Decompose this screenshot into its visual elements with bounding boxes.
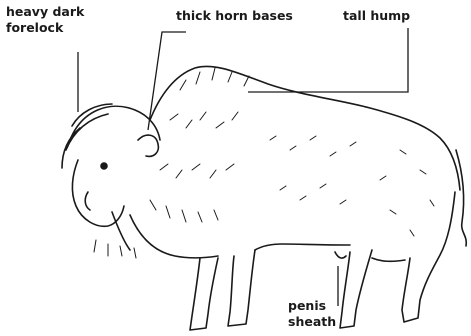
label-forelock-line1: heavy dark: [6, 4, 84, 20]
fur-hatching: [94, 68, 434, 258]
label-penis-sheath: penis sheath: [288, 298, 336, 330]
label-sheath-line2: sheath: [288, 314, 336, 330]
label-thick-horn-bases: thick horn bases: [176, 8, 293, 24]
label-heavy-dark-forelock: heavy dark forelock: [6, 4, 84, 36]
bison-body: [62, 66, 466, 330]
label-forelock-line2: forelock: [6, 20, 84, 36]
leader-line-hump: [248, 28, 408, 92]
label-sheath-line1: penis: [288, 298, 336, 314]
label-tall-hump: tall hump: [343, 8, 410, 24]
leader-line-horn: [148, 32, 186, 130]
